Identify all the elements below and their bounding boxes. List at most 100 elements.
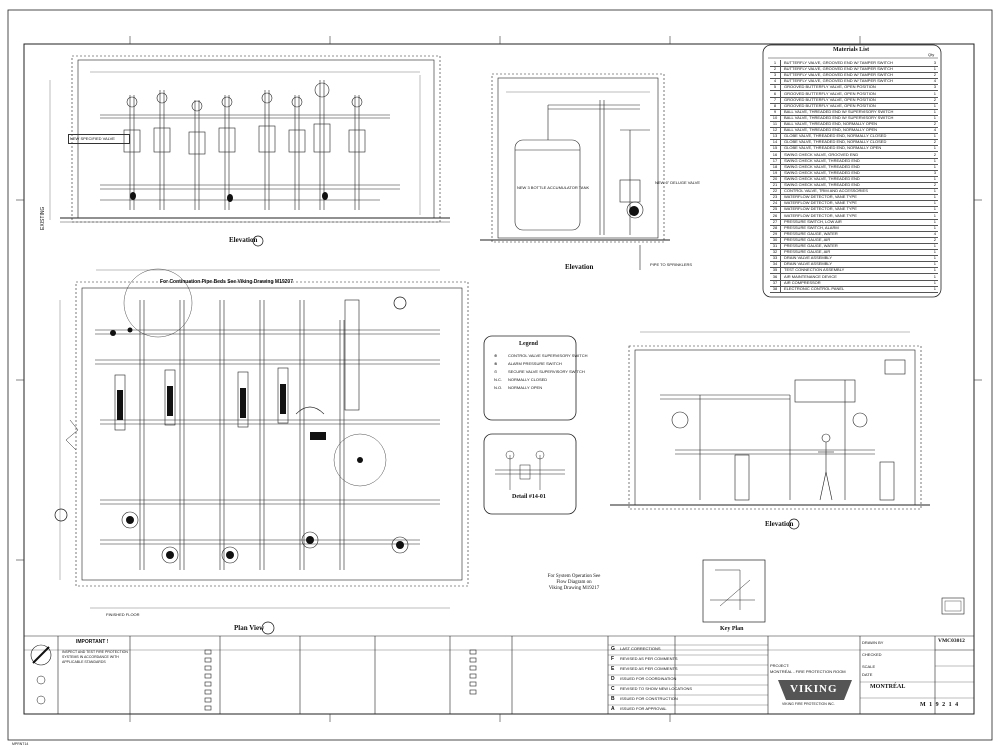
materials-qty-header: Qty xyxy=(928,52,935,57)
material-number: 35 xyxy=(770,267,781,274)
material-number: 32 xyxy=(770,249,781,256)
material-qty: 2 xyxy=(933,72,936,78)
material-description: GROOVED BUTTERFLY VALVE, OPEN POSITION xyxy=(784,90,876,96)
material-qty: 1 xyxy=(933,114,936,120)
material-qty: 1 xyxy=(933,267,936,273)
material-number: 15 xyxy=(770,145,781,152)
material-number: 4 xyxy=(770,78,781,85)
important-line-1: INSPECT AND TEST FIRE PROTECTION xyxy=(62,650,128,654)
material-description: WATERFLOW DETECTOR, VANE TYPE xyxy=(784,212,857,218)
legend-item: N.C.NORMALLY CLOSED xyxy=(494,376,574,384)
material-description: ELECTRONIC CONTROL PANEL xyxy=(784,285,845,291)
material-description: GROOVED BUTTERFLY VALVE, OPEN POSITION xyxy=(784,96,876,102)
material-description: SWING CHECK VALVE, THREADED END xyxy=(784,182,860,187)
material-description: BUTTERFLY VALVE, GROOVED END W/ TAMPER S… xyxy=(784,78,893,84)
detail-title: Detail #14-01 xyxy=(512,494,546,500)
material-qty: 2 xyxy=(933,182,936,187)
material-qty: 1 xyxy=(933,145,936,151)
material-description: SWING CHECK VALVE, THREADED END xyxy=(784,169,860,175)
material-qty: 1 xyxy=(933,285,936,291)
material-qty: 1 xyxy=(933,66,936,72)
material-description: BALL VALVE, THREADED END, NORMALLY OPEN xyxy=(784,121,878,126)
material-number: 30 xyxy=(770,236,781,243)
system-op-line-2: Flow Diagram on xyxy=(556,580,592,585)
material-description: WATERFLOW DETECTOR, VANE TYPE xyxy=(784,194,857,200)
sheet-code: M 1 9 2 1 4 xyxy=(920,702,960,708)
revision-description: REVISED TO SHOW NEW LOCATIONS xyxy=(620,686,693,691)
material-number: 11 xyxy=(770,121,781,128)
finished-floor-note: FINISHED FLOOR xyxy=(106,612,140,617)
legend-item: N.O.NORMALLY OPEN xyxy=(494,384,574,392)
material-description: PRESSURE GAUGE, WATER xyxy=(784,230,838,236)
material-description: PRESSURE SWITCH, ALARM xyxy=(784,224,839,230)
company-city: MONTRÉAL xyxy=(870,684,906,690)
drawing-number: VMC03012 xyxy=(938,638,965,644)
material-description: PRESSURE GAUGE, AIR xyxy=(784,236,831,242)
material-description: BALL VALVE, THREADED END W/ SUPERVISORY … xyxy=(784,114,894,120)
material-description: DRAIN VALVE ASSEMBLY xyxy=(784,261,833,267)
scale-label: SCALE xyxy=(862,664,876,669)
legend-item: ⊙SECURE VALVE SUPERVISORY SWITCH xyxy=(494,368,585,376)
elevation-title-3: Elevation xyxy=(765,520,794,528)
legend-symbol: ⊕ xyxy=(494,353,498,358)
material-number: 37 xyxy=(770,279,781,286)
material-qty: 1 xyxy=(933,273,936,279)
material-qty: 1 xyxy=(933,108,936,114)
material-description: BUTTERFLY VALVE, GROOVED END W/ TAMPER S… xyxy=(784,60,893,65)
revision-letter: A xyxy=(611,706,615,712)
material-qty: 2 xyxy=(933,236,936,242)
material-qty: 3 xyxy=(933,169,936,175)
material-qty: 1 xyxy=(933,163,936,169)
material-qty: 1 xyxy=(933,224,936,230)
material-qty: 1 xyxy=(933,188,936,194)
material-number: 28 xyxy=(770,224,781,231)
material-qty: 1 xyxy=(933,279,936,285)
material-number: 26 xyxy=(770,212,781,219)
material-number: 3 xyxy=(770,72,781,79)
system-op-line-1: For System Operation See xyxy=(547,574,601,579)
material-description: SWING CHECK VALVE, THREADED END xyxy=(784,175,860,181)
revision-letter: E xyxy=(611,666,615,672)
system-op-line-3: Viking Drawing M19217 xyxy=(548,586,600,591)
material-number: 29 xyxy=(770,230,781,237)
material-number: 27 xyxy=(770,218,781,225)
material-number: 12 xyxy=(770,127,781,134)
important-heading: IMPORTANT ! xyxy=(76,639,109,645)
material-qty: 4 xyxy=(933,78,936,84)
drawn-by-label: DRAWN BY xyxy=(862,640,884,645)
material-description: BALL VALVE, THREADED END, NORMALLY OPEN xyxy=(784,127,878,133)
material-description: AIR MAINTENANCE DEVICE xyxy=(784,273,837,279)
material-description: CONTROL VALVE, TRIM AND ACCESSORIES xyxy=(784,188,868,194)
material-description: WATERFLOW DETECTOR, VANE TYPE xyxy=(784,206,857,212)
revision-description: ISSUED FOR APPROVAL xyxy=(620,706,667,711)
revision-description: ISSUED FOR COORDINATION xyxy=(620,676,677,681)
material-qty: 2 xyxy=(933,139,936,145)
material-description: PRESSURE GAUGE, WATER xyxy=(784,243,838,248)
material-qty: 1 xyxy=(933,212,936,218)
material-number: 2 xyxy=(770,66,781,73)
revision-letter: C xyxy=(611,686,615,692)
material-qty: 1 xyxy=(933,157,936,163)
material-number: 34 xyxy=(770,261,781,268)
existing-note: EXISTING xyxy=(40,206,46,230)
material-number: 13 xyxy=(770,133,781,140)
